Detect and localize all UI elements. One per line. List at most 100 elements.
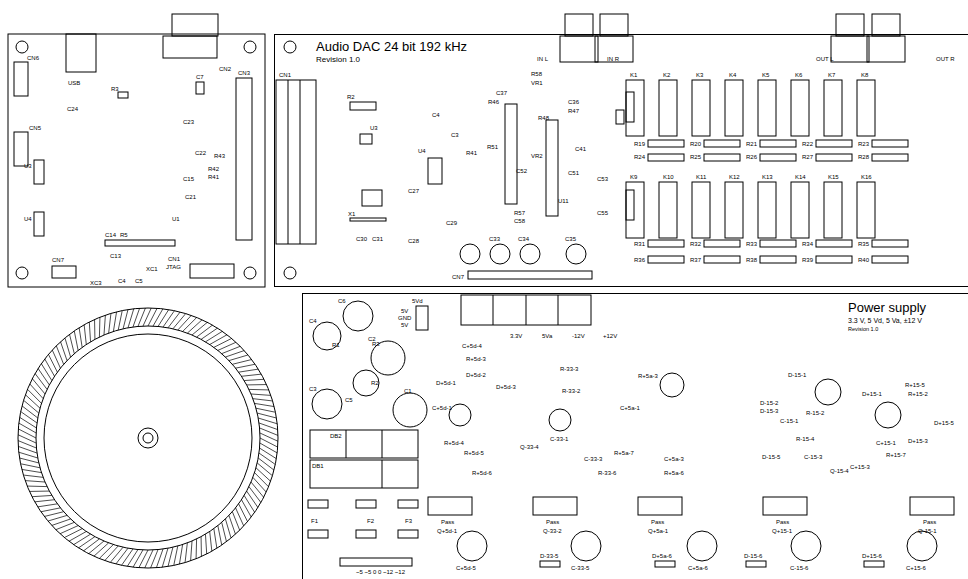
part-label: R25 bbox=[690, 154, 701, 160]
part-label: K9 bbox=[630, 174, 637, 180]
part-label: 5V bbox=[401, 322, 408, 328]
part-label: R+5d-3 bbox=[466, 356, 486, 362]
winding-line bbox=[241, 500, 251, 517]
part-label: C2 bbox=[368, 336, 376, 342]
part-label: C+5d-5 bbox=[456, 565, 476, 571]
usb-connector bbox=[66, 34, 96, 72]
pass-transistor bbox=[638, 497, 682, 515]
mounting-hole bbox=[244, 267, 256, 279]
part-label: U3 bbox=[370, 125, 378, 131]
winding-line bbox=[113, 312, 116, 332]
part-label: K15 bbox=[828, 174, 839, 180]
winding-line bbox=[104, 315, 105, 335]
capacitor-symbol bbox=[393, 393, 427, 427]
winding-line bbox=[218, 526, 222, 545]
part-label: 5Vd bbox=[412, 298, 423, 304]
board-subtitle: Revision 1.0 bbox=[848, 327, 878, 333]
connector-line bbox=[288, 80, 289, 244]
pass-transistor bbox=[763, 497, 807, 515]
winding-line bbox=[41, 364, 52, 381]
part-label: K14 bbox=[795, 174, 806, 180]
header-strip bbox=[468, 271, 592, 279]
part-label: CN3 bbox=[238, 70, 250, 76]
capacitor-symbol bbox=[907, 531, 937, 561]
resistor-symbol bbox=[872, 240, 908, 247]
part-label: K5 bbox=[762, 72, 769, 78]
part-label: DB2 bbox=[330, 433, 342, 439]
winding-line bbox=[18, 429, 36, 438]
winding-line bbox=[19, 423, 36, 433]
part-label: C52 bbox=[516, 168, 527, 174]
part-label: C4 bbox=[118, 278, 126, 284]
part-label: R3 bbox=[111, 86, 119, 92]
part-label: D+15-5 bbox=[934, 420, 954, 426]
part-label: R36 bbox=[634, 257, 645, 263]
part-label: R41 bbox=[208, 174, 219, 180]
fuse-holder bbox=[308, 500, 328, 508]
rectifier-line bbox=[382, 430, 383, 458]
winding-line bbox=[185, 543, 187, 563]
part-label: K4 bbox=[729, 72, 736, 78]
part-label: -12V bbox=[572, 333, 585, 339]
diode-symbol bbox=[655, 561, 675, 567]
winding-line bbox=[158, 310, 169, 327]
part-label: X1 bbox=[348, 211, 355, 217]
part-label: Pass bbox=[546, 519, 559, 525]
part-label: K1 bbox=[630, 72, 637, 78]
ic-symbol bbox=[546, 120, 558, 216]
part-label: R+5a-6 bbox=[664, 470, 684, 476]
winding-line bbox=[139, 550, 148, 568]
part-label: R27 bbox=[802, 154, 813, 160]
resistor-symbol bbox=[760, 256, 796, 263]
header-connector bbox=[14, 132, 28, 166]
winding-line bbox=[122, 549, 133, 565]
ic-symbol bbox=[360, 134, 372, 144]
resistor-symbol bbox=[816, 154, 852, 161]
bridge-rectifier bbox=[310, 430, 418, 458]
winding-line bbox=[21, 464, 40, 468]
winding-line bbox=[74, 534, 91, 545]
winding-line bbox=[84, 325, 86, 345]
part-label: C28 bbox=[408, 238, 419, 244]
toroid-inner bbox=[44, 334, 252, 542]
part-label: R-33-3 bbox=[560, 366, 578, 372]
part-label: C-33-1 bbox=[550, 436, 568, 442]
chip-part bbox=[362, 190, 382, 206]
winding-line bbox=[29, 491, 49, 492]
jack-symbol bbox=[595, 36, 633, 62]
winding-line bbox=[32, 495, 52, 496]
part-label: Q-15-4 bbox=[830, 468, 849, 474]
part-label: R2 bbox=[371, 380, 379, 386]
winding-line bbox=[19, 452, 38, 458]
capacitor-symbol bbox=[353, 370, 379, 396]
part-label: Pass bbox=[441, 519, 454, 525]
part-label: F1 bbox=[311, 518, 318, 524]
jack-symbol bbox=[600, 14, 628, 36]
part-label: C36 bbox=[568, 99, 579, 105]
winding-line bbox=[24, 400, 39, 413]
connector-line bbox=[300, 80, 301, 244]
relay-symbol bbox=[725, 80, 743, 136]
winding-line bbox=[256, 408, 275, 412]
part-label: R+15-2 bbox=[908, 391, 928, 397]
part-label: R34 bbox=[802, 241, 813, 247]
part-label: D-15-6 bbox=[744, 553, 762, 559]
part-label: C+5a-1 bbox=[620, 405, 640, 411]
jack-symbol bbox=[172, 14, 218, 36]
part-label: CN5 bbox=[29, 125, 41, 131]
resistor-symbol bbox=[760, 154, 796, 161]
relay-symbol bbox=[626, 80, 644, 136]
winding-line bbox=[38, 369, 49, 385]
part-label: D+5d-2 bbox=[466, 372, 486, 378]
part-label: K10 bbox=[663, 174, 674, 180]
winding-line bbox=[123, 310, 128, 329]
part-label: IN R bbox=[607, 56, 619, 62]
part-label: C24 bbox=[67, 106, 78, 112]
part-label: U11 bbox=[558, 198, 569, 204]
part-label: R26 bbox=[746, 154, 757, 160]
part-label: C+15-6 bbox=[906, 565, 926, 571]
terminal-divider bbox=[493, 295, 494, 325]
relay-symbol bbox=[791, 182, 809, 238]
part-label: R22 bbox=[802, 141, 813, 147]
winding-line bbox=[232, 360, 251, 365]
